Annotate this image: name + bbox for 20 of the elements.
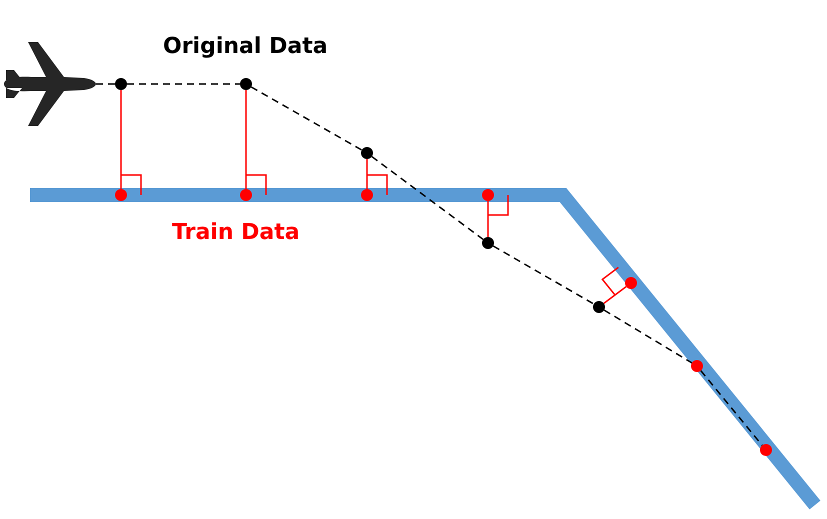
dashed-line: [96, 83, 115, 85]
dashed-line: [250, 86, 362, 151]
dashed-line: [127, 83, 240, 85]
perpendicular-line: [603, 286, 627, 304]
original-data-point: [593, 301, 605, 313]
dashed-line: [371, 156, 484, 240]
perpendicular-line: [487, 201, 489, 237]
perpendicular-line: [245, 90, 247, 189]
perpendicular-line: [366, 159, 368, 189]
original-data-point: [240, 78, 252, 90]
original-data-point: [361, 147, 373, 159]
series-label: Original Data: [163, 34, 328, 59]
dashed-line: [700, 370, 763, 446]
original-data-point: [115, 78, 127, 90]
perpendicular-line: [120, 90, 122, 189]
dashed-line: [492, 245, 594, 305]
dashed-line: [604, 309, 692, 364]
airplane-icon: [2, 40, 96, 128]
original-data-point: [482, 237, 494, 249]
series-label: Train Data: [172, 220, 300, 245]
